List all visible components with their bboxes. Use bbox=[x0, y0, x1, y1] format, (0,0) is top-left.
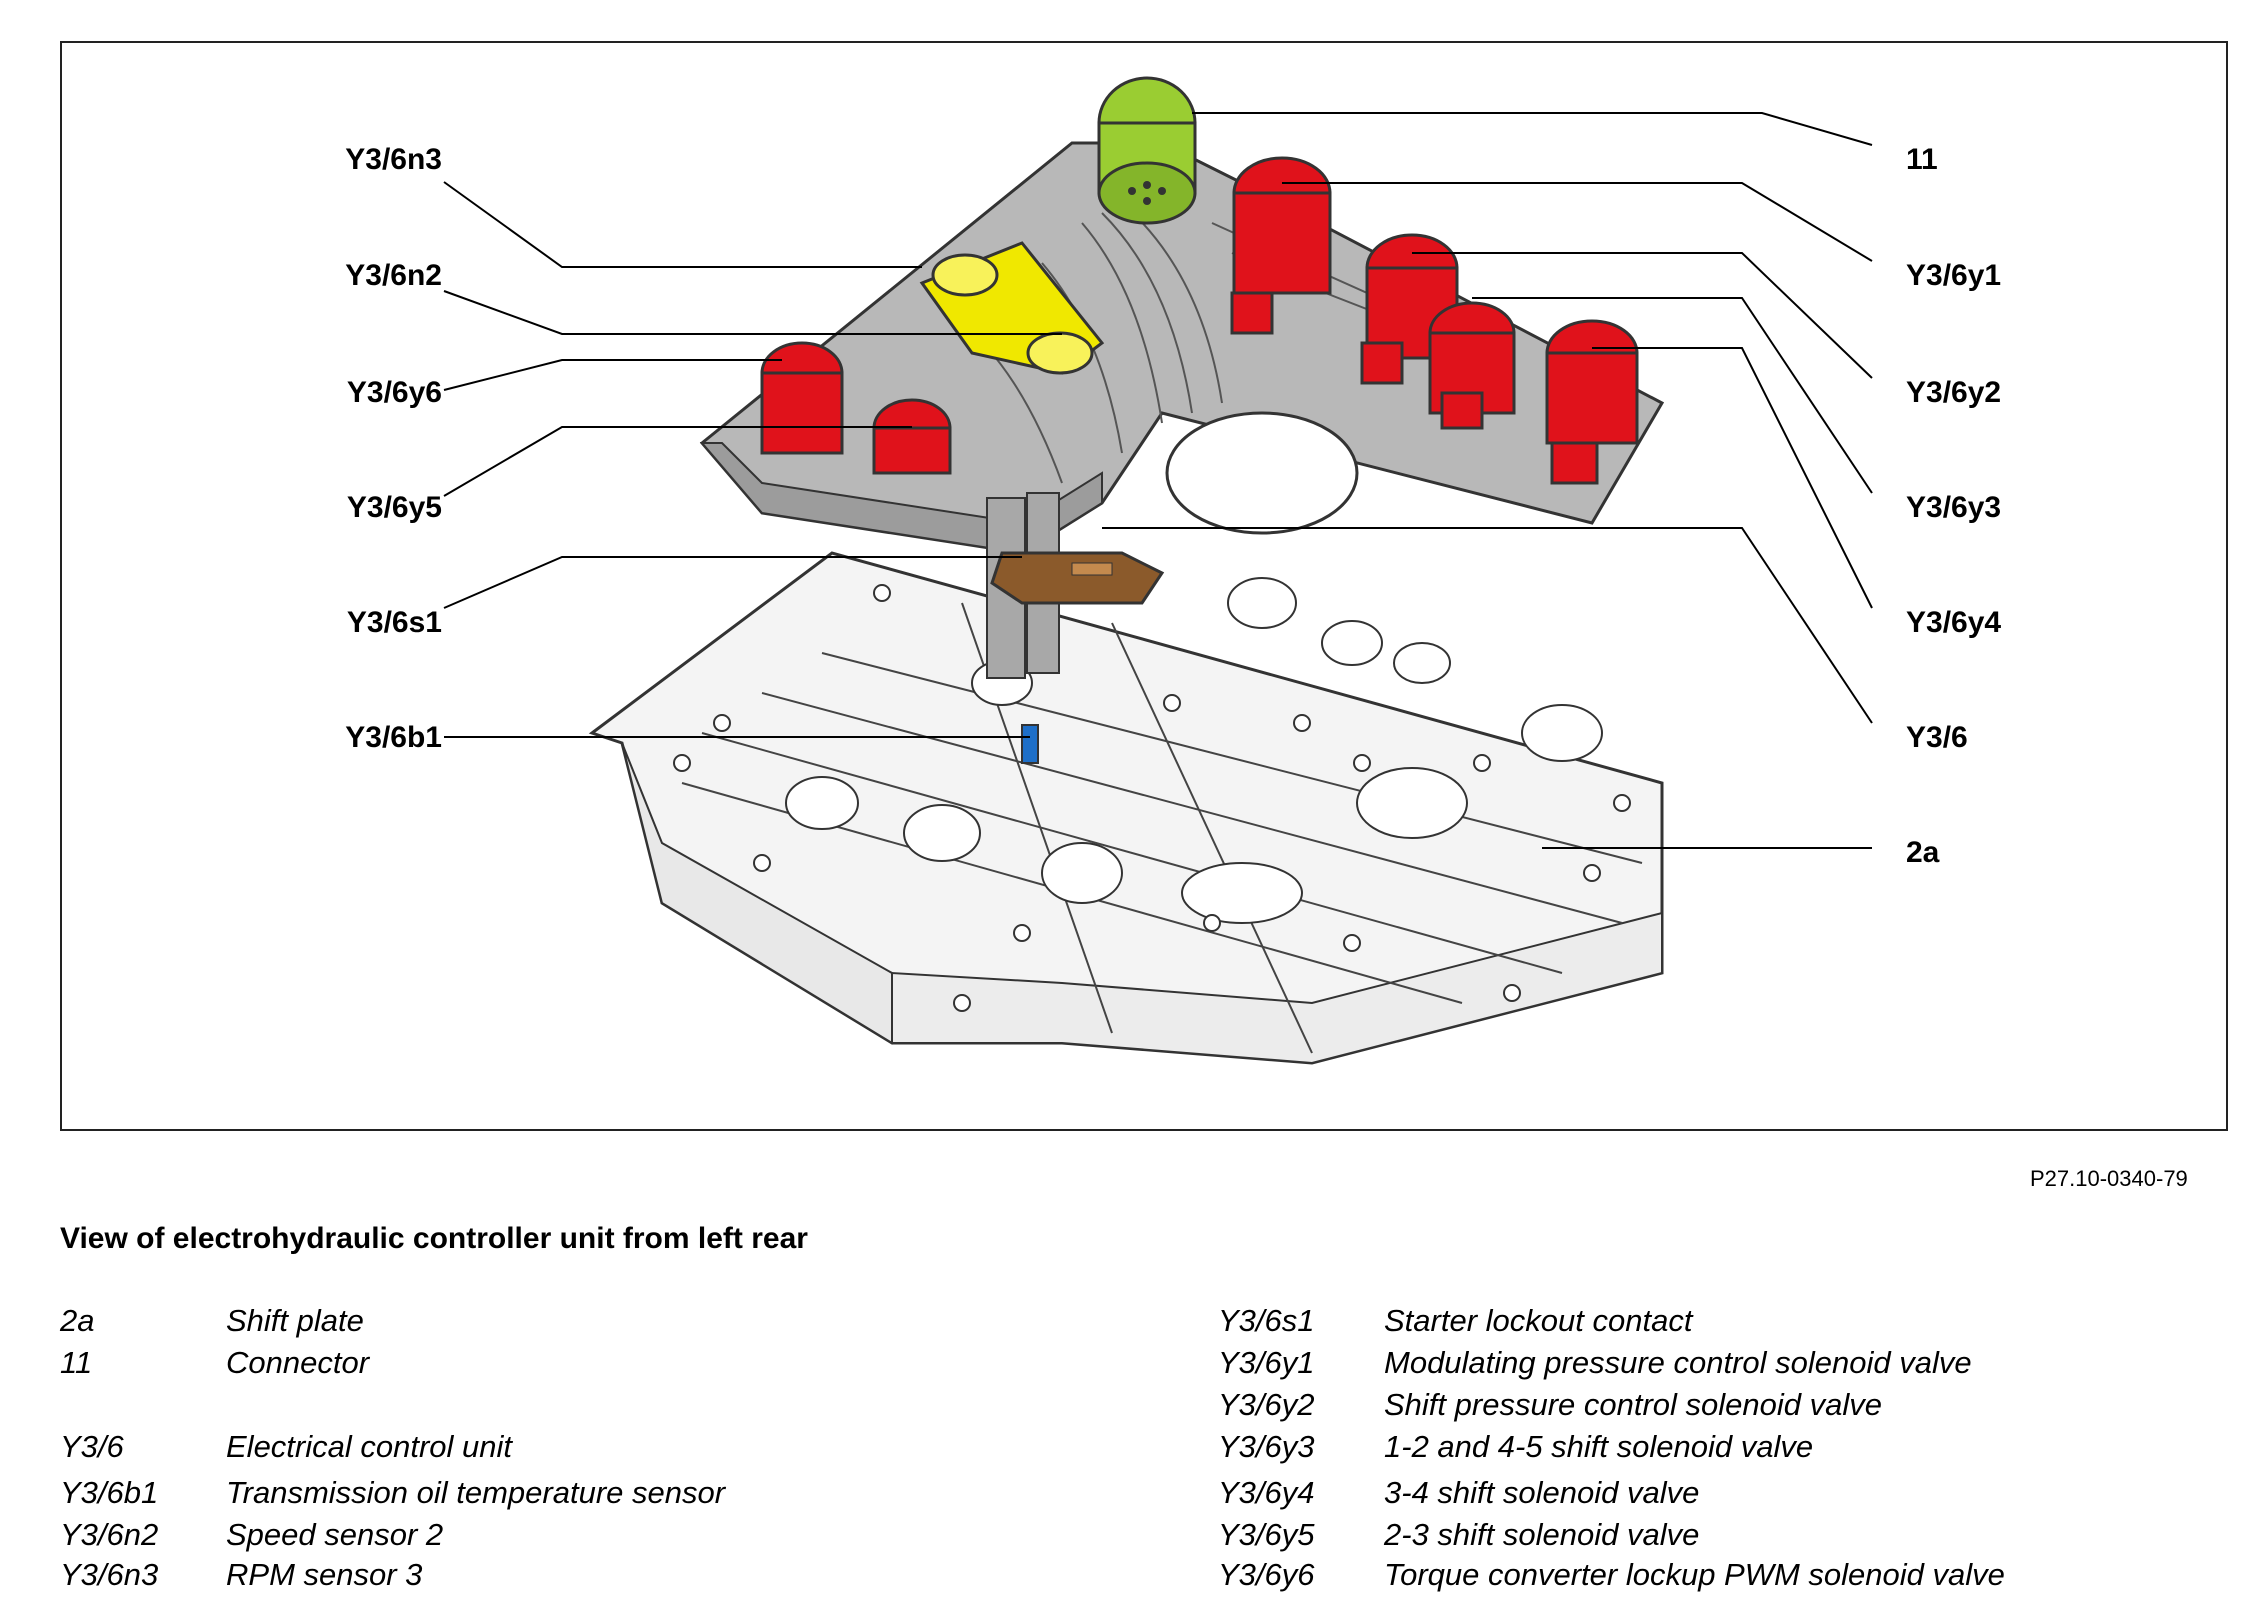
legend-desc: 3-4 shift solenoid valve bbox=[1384, 1475, 1700, 1510]
legend-desc: 1-2 and 4-5 shift solenoid valve bbox=[1384, 1429, 1814, 1464]
solenoid-valve-y4 bbox=[1545, 319, 1639, 485]
legend-desc: Shift pressure control solenoid valve bbox=[1384, 1387, 1882, 1422]
diagram-frame: Y3/6n3 Y3/6n2 Y3/6y6 Y3/6y5 Y3/6s1 Y3/6b… bbox=[60, 41, 2228, 1131]
legend-code: Y3/6y3 bbox=[1218, 1429, 1315, 1464]
starter-lockout-contact-s1 bbox=[990, 551, 1165, 605]
legend-code: Y3/6b1 bbox=[60, 1475, 159, 1510]
callout-y3-6: Y3/6 bbox=[1906, 721, 1968, 754]
legend-desc: Connector bbox=[226, 1345, 370, 1380]
controller-unit-illustration bbox=[443, 76, 1873, 1065]
legend-code: Y3/6 bbox=[60, 1429, 124, 1464]
callout-y3-6y3: Y3/6y3 bbox=[1906, 491, 2002, 524]
legend-desc: RPM sensor 3 bbox=[226, 1557, 423, 1592]
callout-y3-6b1: Y3/6b1 bbox=[345, 721, 442, 754]
legend-code: Y3/6s1 bbox=[1218, 1303, 1315, 1338]
legend-desc: Torque converter lockup PWM solenoid val… bbox=[1384, 1557, 2005, 1592]
legend-desc: Modulating pressure control solenoid val… bbox=[1384, 1345, 1972, 1380]
legend-desc: Speed sensor 2 bbox=[226, 1517, 444, 1552]
legend-code: Y3/6n2 bbox=[60, 1517, 159, 1552]
speed-sensors-n2-n3 bbox=[919, 241, 1105, 375]
legend-desc: 2-3 shift solenoid valve bbox=[1384, 1517, 1700, 1552]
legend-code: 2a bbox=[60, 1303, 95, 1338]
callout-y3-6y1: Y3/6y1 bbox=[1906, 259, 2002, 292]
solenoid-valve-y6 bbox=[760, 341, 844, 455]
leader-lines bbox=[443, 112, 1873, 849]
legend-code: Y3/6y2 bbox=[1218, 1387, 1315, 1422]
legend-code: Y3/6y6 bbox=[1218, 1557, 1315, 1592]
figure-code: P27.10-0340-79 bbox=[2030, 1166, 2188, 1191]
legend-code: Y3/6n3 bbox=[60, 1557, 159, 1592]
legend-code: Y3/6y1 bbox=[1218, 1345, 1315, 1380]
callout-y3-6y4: Y3/6y4 bbox=[1906, 606, 2002, 639]
connector-11 bbox=[1097, 76, 1197, 225]
legend-desc: Starter lockout contact bbox=[1384, 1303, 1693, 1338]
solenoid-valve-y3 bbox=[1428, 301, 1516, 430]
solenoid-valve-y5 bbox=[872, 398, 952, 475]
legend-desc: Transmission oil temperature sensor bbox=[226, 1475, 726, 1510]
solenoid-valves bbox=[760, 156, 1639, 485]
callout-y3-6s1: Y3/6s1 bbox=[346, 606, 442, 639]
callout-11: 11 bbox=[1906, 143, 1938, 176]
legend-code: Y3/6y4 bbox=[1218, 1475, 1315, 1510]
legend-desc: Electrical control unit bbox=[226, 1429, 513, 1464]
callout-y3-6n2: Y3/6n2 bbox=[345, 259, 442, 292]
legend-desc: Shift plate bbox=[226, 1303, 364, 1338]
callout-y3-6y5: Y3/6y5 bbox=[346, 491, 442, 524]
callout-y3-6y6: Y3/6y6 bbox=[346, 376, 442, 409]
callout-2a: 2a bbox=[1906, 836, 1940, 869]
callout-y3-6n3: Y3/6n3 bbox=[345, 143, 442, 176]
temperature-sensor-b1 bbox=[1021, 724, 1039, 764]
shift-plate-2a bbox=[588, 551, 1664, 1065]
figure-caption: View of electrohydraulic controller unit… bbox=[60, 1222, 808, 1255]
legend-code: Y3/6y5 bbox=[1218, 1517, 1315, 1552]
solenoid-valve-y1 bbox=[1230, 156, 1332, 335]
legend-code: 11 bbox=[60, 1345, 93, 1380]
callout-y3-6y2: Y3/6y2 bbox=[1906, 376, 2002, 409]
